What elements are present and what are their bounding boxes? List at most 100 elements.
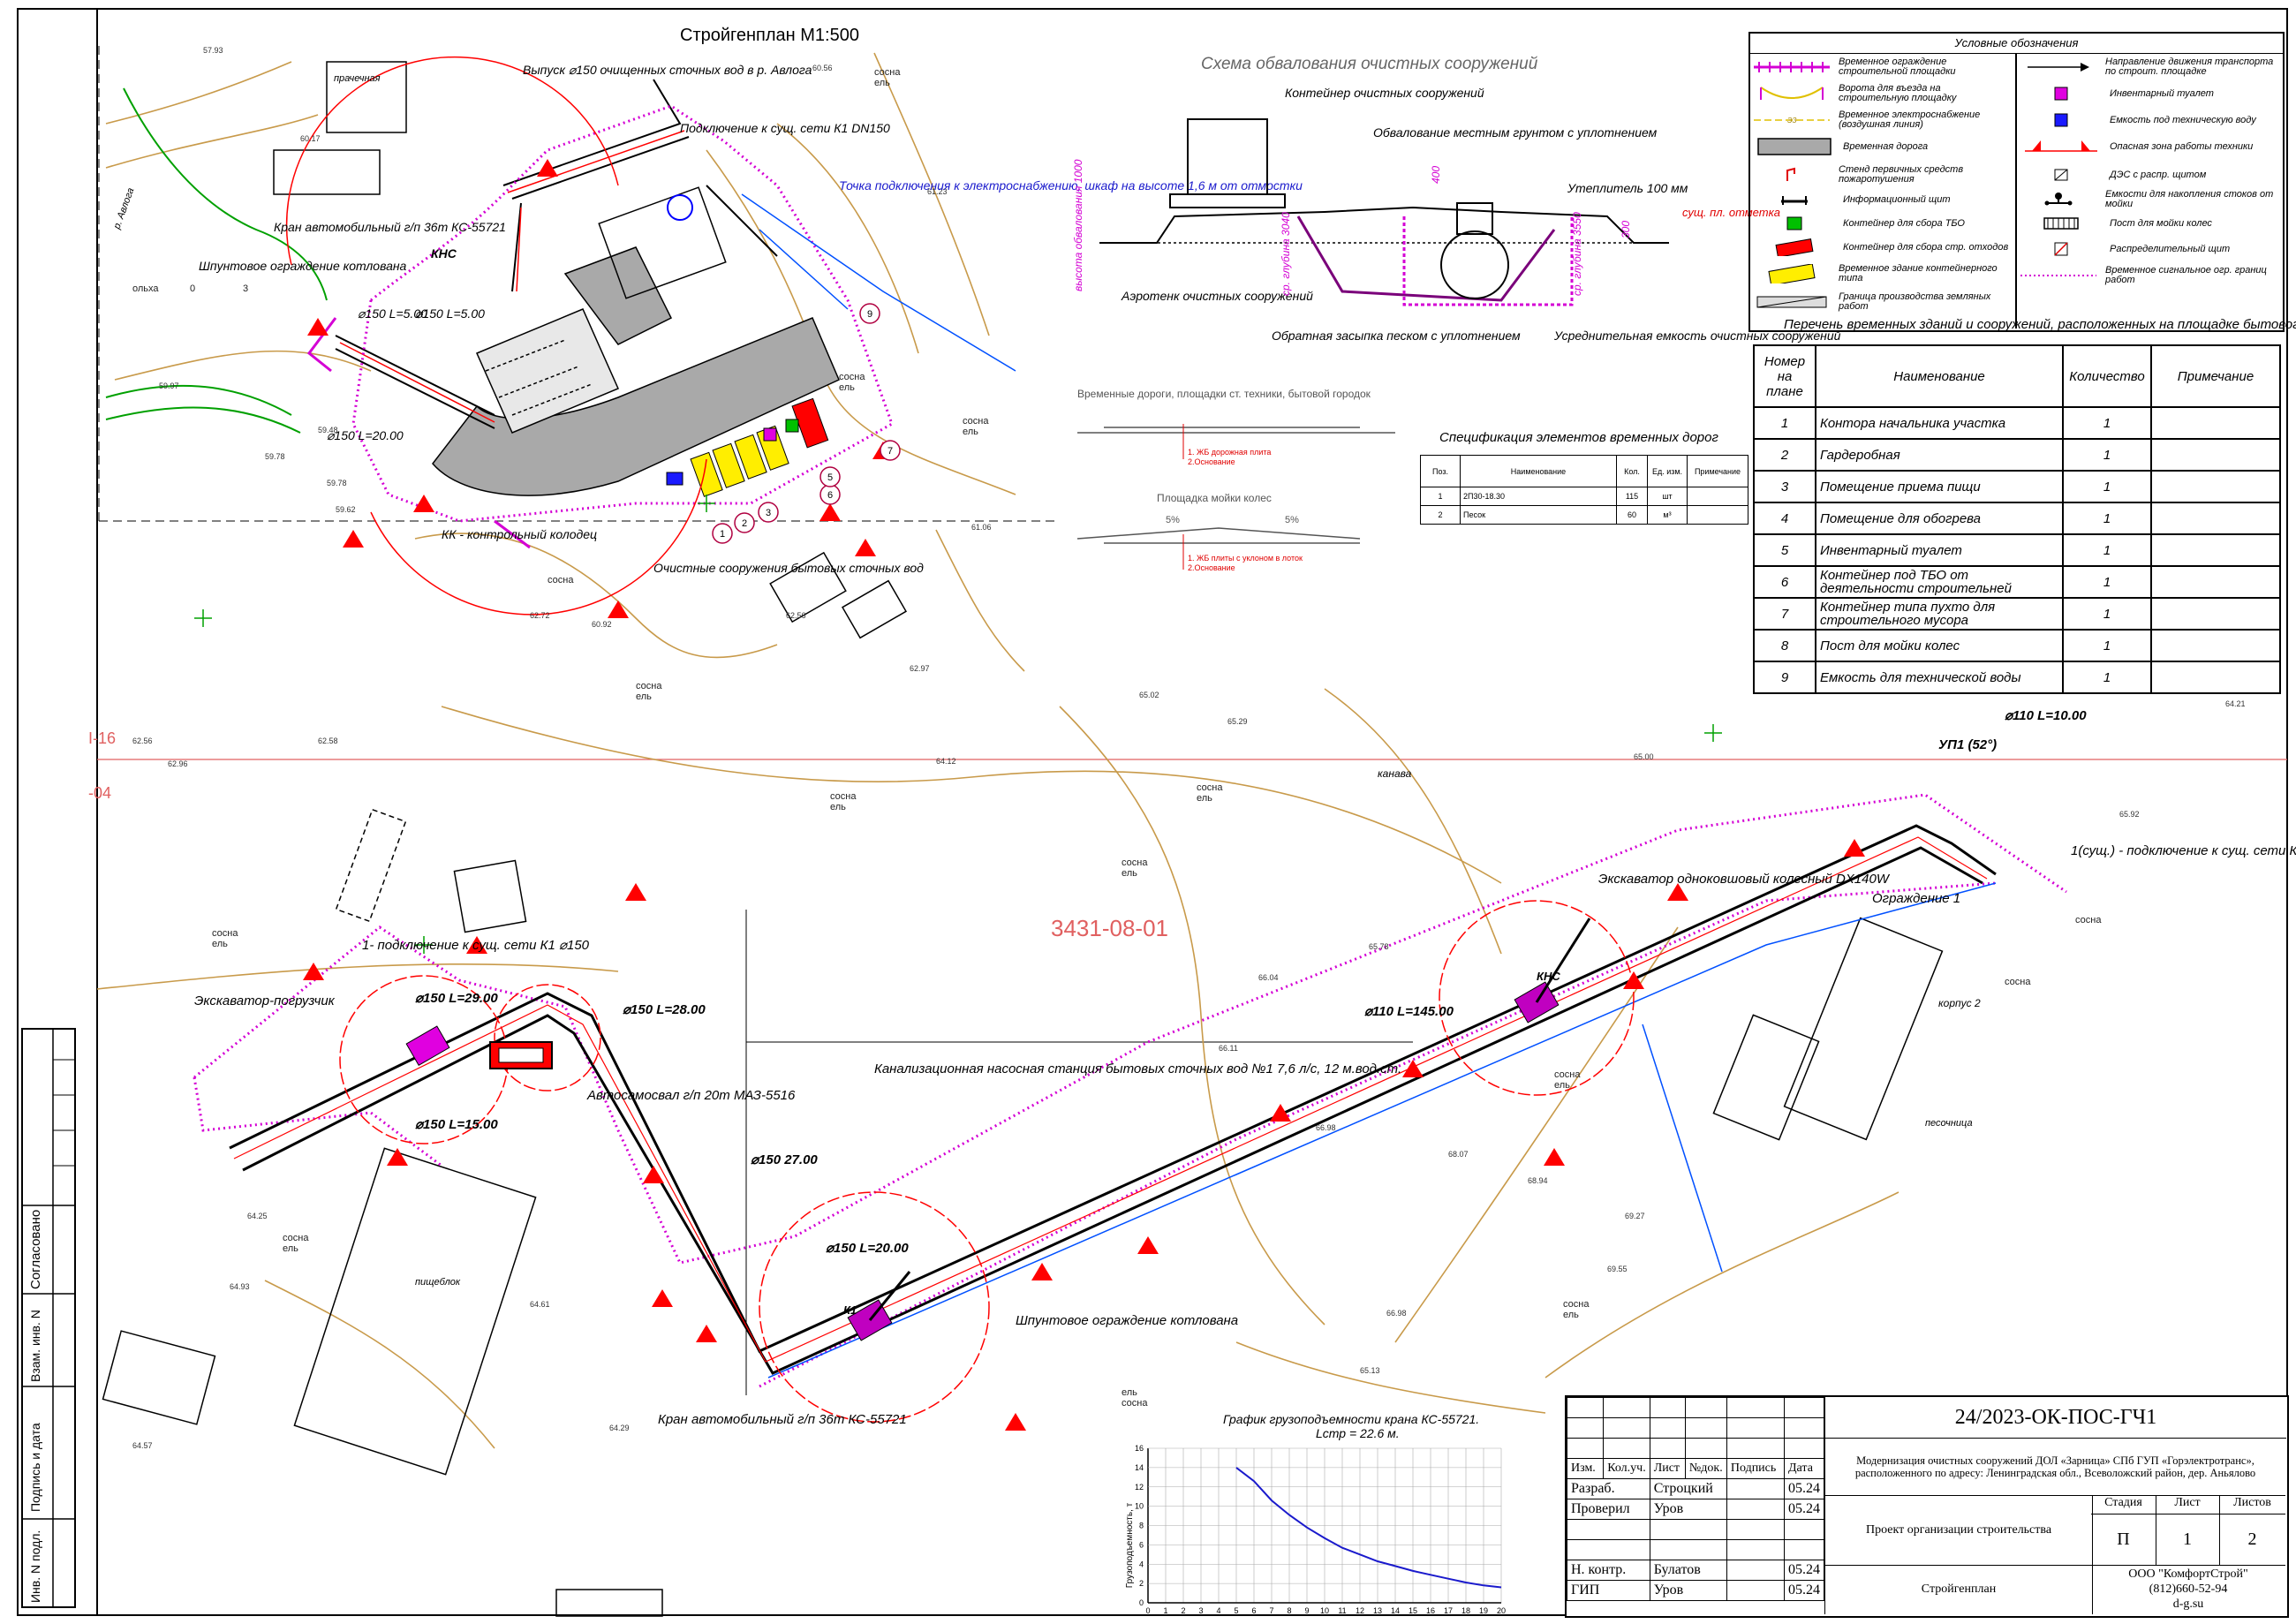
svg-text:59.48: 59.48 xyxy=(318,426,338,434)
temporary-road xyxy=(432,246,840,496)
svg-text:ель: ель xyxy=(830,802,846,812)
excavation-outline xyxy=(1296,215,1556,302)
svg-text:68.07: 68.07 xyxy=(1448,1150,1469,1159)
legend-label: Временное ограждение строительной площад… xyxy=(1839,57,1956,77)
laundry-label: прачечная xyxy=(334,73,381,84)
pipe-label-a: ⌀150 L=5.00 xyxy=(358,306,427,321)
svg-text:65.78: 65.78 xyxy=(1369,942,1389,951)
sheet-title: Стройгенплан М1:500 xyxy=(680,26,859,45)
col-header: Номер на плане xyxy=(1753,344,1816,408)
water-tank-icon xyxy=(2054,113,2067,127)
tb-name: Уров xyxy=(1649,1580,1727,1601)
legend-label: Временное электроснабжение (воздушная ли… xyxy=(1839,110,1981,130)
tb-header: №док. xyxy=(1684,1458,1727,1479)
svg-text:ель: ель xyxy=(1122,1387,1137,1398)
contour-lines-lower xyxy=(96,688,1899,1449)
embankment-title: Схема обвалования очистных сооружений xyxy=(1201,55,1538,73)
legend-label: Временное сигнальное огр. границ работ xyxy=(2105,265,2267,285)
svg-text:ЭЗ: ЭЗ xyxy=(1787,117,1797,125)
generator-icon xyxy=(2054,169,2067,181)
x-tick-label: 8 xyxy=(1287,1606,1291,1615)
tb-phone: (812)660-52-94 xyxy=(2149,1582,2228,1596)
cell xyxy=(2150,438,2281,472)
tb-company: ООО "КомфортСтрой" xyxy=(2128,1567,2248,1581)
col-header: Поз. xyxy=(1420,455,1461,487)
tb-date: 05.24 xyxy=(1784,1499,1824,1520)
sandbox-label: песочница xyxy=(1925,1118,1973,1129)
x-tick-label: 1 xyxy=(1163,1606,1167,1615)
fire-stand-icon xyxy=(1786,167,1795,181)
svg-text:62.58: 62.58 xyxy=(318,736,338,745)
tb-role: ГИП xyxy=(1567,1580,1650,1601)
embankment-scheme: Схема обвалования очистных сооружений Ко… xyxy=(1072,55,1841,343)
tb-header: Дата xyxy=(1784,1458,1824,1479)
svg-text:сосна: сосна xyxy=(830,791,857,802)
cell xyxy=(2150,629,2281,662)
legend-label: Информационный щит xyxy=(1843,193,1951,205)
cell: 1 xyxy=(2062,661,2152,694)
legend-item-switchboard: Распределительный щит xyxy=(2019,238,2280,260)
x-tick-label: 20 xyxy=(1497,1606,1506,1615)
upper-site-plan: Стройгенплан М1:500 xyxy=(98,26,1722,954)
svg-text:сосна: сосна xyxy=(1563,1299,1590,1310)
cell: Инвентарный туалет xyxy=(1815,533,2064,567)
legend-item-yellow-building: Временное здание контейнерного типа xyxy=(1752,263,2013,284)
site-fence xyxy=(306,104,894,549)
x-tick-label: 10 xyxy=(1320,1606,1329,1615)
svg-text:сосна: сосна xyxy=(839,372,865,382)
svg-text:68.94: 68.94 xyxy=(1528,1176,1548,1185)
wash-layer-2: 2.Основание xyxy=(1188,563,1235,572)
depth-right-dim: ср. глубина 3550 xyxy=(1571,212,1583,296)
y-tick-label: 16 xyxy=(1135,1444,1144,1453)
svg-text:65.02: 65.02 xyxy=(1139,691,1159,699)
trench-lower xyxy=(229,824,1997,1375)
legend-label: Временная дорога xyxy=(1843,140,1929,152)
x-tick-label: 17 xyxy=(1444,1606,1453,1615)
lower-site-plan: I-16 -04 xyxy=(88,688,2287,1617)
cell xyxy=(1687,487,1748,506)
tb-project: Проект организации строительства xyxy=(1824,1496,2093,1566)
pipe-110-short-label: ⌀110 L=10.00 xyxy=(2005,708,2087,723)
tb-stage: П xyxy=(2091,1514,2156,1566)
svg-text:65.00: 65.00 xyxy=(1634,752,1654,761)
svg-text:сосна: сосна xyxy=(1554,1069,1581,1080)
svg-text:сосна: сосна xyxy=(636,681,662,691)
svg-text:сосна: сосна xyxy=(1122,1398,1148,1409)
plan-markers xyxy=(712,303,901,544)
svg-text:ель: ель xyxy=(1122,868,1137,879)
tb-company-block: ООО "КомфортСтрой" (812)660-52-94 d-g.su xyxy=(2091,1565,2285,1616)
svg-text:66.98: 66.98 xyxy=(1316,1123,1336,1132)
grid-label-04: -04 xyxy=(88,784,111,802)
svg-text:сосна: сосна xyxy=(874,67,901,78)
danger-zone-arcs xyxy=(285,56,707,616)
wash-tank-icon xyxy=(2044,193,2073,206)
tb-header: Изм. xyxy=(1566,1458,1605,1479)
cell: Помещение для обогрева xyxy=(1815,502,2064,535)
legend-item-danger-zone: Опасная зона работы техники xyxy=(2019,136,2280,157)
road-icon xyxy=(1756,138,1832,155)
cell xyxy=(2150,470,2281,503)
power-line-lower xyxy=(767,882,1997,1379)
legend-item-gate: Ворота для въезда на строительную площад… xyxy=(1752,83,2013,104)
power-connection-label: Точка подключения к электроснабжению, шк… xyxy=(839,178,1303,193)
crane-load-chart: График грузоподъемности крана КС-55721. … xyxy=(1125,1412,1506,1615)
yellow-building-icon xyxy=(1768,264,1816,283)
legend-label: Пост для мойки колес xyxy=(2110,217,2212,229)
legend-label: Стенд первичных средств пожаротушения xyxy=(1839,164,1964,185)
side-stamp: Согласовано Взам. инв. N Подпись и дата … xyxy=(21,1028,76,1608)
svg-text:ель: ель xyxy=(1554,1080,1570,1091)
green-container-icon xyxy=(1786,216,1801,230)
section-ref: 3431-08-01 xyxy=(1051,915,1168,941)
road-sections: Временные дороги, площадки ст. техники, … xyxy=(1076,388,1395,572)
tb-sheets: 2 xyxy=(2219,1514,2285,1566)
inv-orig-label: Инв. N подл. xyxy=(28,1530,42,1603)
y-tick-label: 12 xyxy=(1135,1483,1144,1492)
